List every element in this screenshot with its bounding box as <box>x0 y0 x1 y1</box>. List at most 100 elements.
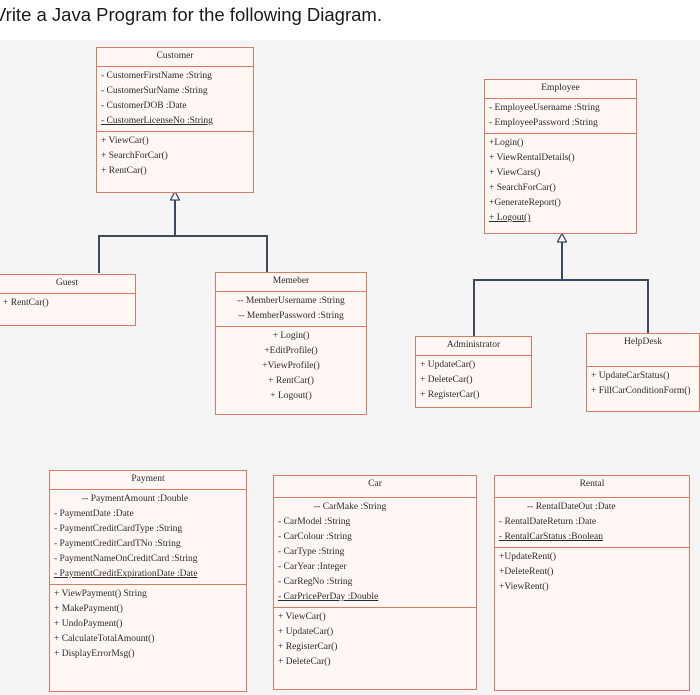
attribute: - PaymentDate :Date <box>54 509 134 519</box>
class-helpdesk: HelpDesk + UpdateCarStatus() + FillCarCo… <box>586 333 700 412</box>
attribute: - EmployeeUsername :String <box>489 103 600 113</box>
methods-section: + ViewCar() + SearchForCar() + RentCar() <box>97 132 253 181</box>
methods-section: + RentCar() <box>0 294 135 313</box>
method: + UpdateCar() <box>278 627 334 637</box>
class-employee: Employee - EmployeeUsername :String - Em… <box>484 79 637 234</box>
method: + RentCar() <box>3 298 49 308</box>
attribute: - CarType :String <box>278 547 345 557</box>
attribute: - PaymentCreditCardTNo :String <box>54 539 181 549</box>
class-name: HelpDesk <box>587 334 699 367</box>
attribute: - CarYear :Integer <box>278 562 347 572</box>
class-rental: Rental -- RentalDateOut :Date - RentalDa… <box>494 475 690 691</box>
method: + MakePayment() <box>54 604 123 614</box>
method: + RegisterCar() <box>278 642 338 652</box>
attribute: - RentalCarStatus :Boolean <box>499 532 603 542</box>
class-guest: Guest + RentCar() <box>0 274 136 326</box>
methods-section: + Login() +EditProfile() +ViewProfile() … <box>216 327 366 406</box>
method: +Login() <box>489 138 524 148</box>
method: + ViewCars() <box>489 168 541 178</box>
diagram-canvas: Customer - CustomerFirstName :String - C… <box>0 40 700 695</box>
class-name: Memeber <box>216 273 366 292</box>
method: + Logout() <box>270 391 312 401</box>
attributes-section: -- RentalDateOut :Date - RentalDateRetur… <box>495 498 689 548</box>
attributes-section: -- PaymentAmount :Double - PaymentDate :… <box>50 490 246 585</box>
methods-section: +Login() + ViewRentalDetails() + ViewCar… <box>485 134 636 228</box>
attributes-section: -- MemberUsername :String -- MemberPassw… <box>216 292 366 327</box>
method: + Logout() <box>489 213 531 223</box>
attribute: - CarModel :String <box>278 517 351 527</box>
attribute: - CarColour :String <box>278 532 352 542</box>
method: + SearchForCar() <box>101 151 168 161</box>
methods-section: + UpdateCar() + DeleteCar() + RegisterCa… <box>416 356 531 405</box>
attribute: - PaymentNameOnCreditCard :String <box>54 554 198 564</box>
generalization-arrow-employee <box>557 233 567 243</box>
method: + SearchForCar() <box>489 183 556 193</box>
method: + ViewCar() <box>278 612 326 622</box>
method: +GenerateReport() <box>489 198 561 208</box>
method: +DeleteRent() <box>499 567 554 577</box>
attribute: -- PaymentAmount :Double <box>82 494 189 504</box>
method: + UpdateCarStatus() <box>591 371 670 381</box>
connector-employee-stem <box>561 242 563 280</box>
method: + DisplayErrorMsg() <box>54 649 135 659</box>
connector-guest-drop <box>98 235 100 273</box>
method: +ViewRent() <box>499 582 549 592</box>
connector-administrator-drop <box>473 279 475 337</box>
attribute: - RentalDateReturn :Date <box>499 517 597 527</box>
method: + RentCar() <box>101 166 147 176</box>
generalization-arrow-customer <box>170 191 180 201</box>
class-administrator: Administrator + UpdateCar() + DeleteCar(… <box>415 336 532 408</box>
class-member: Memeber -- MemberUsername :String -- Mem… <box>215 272 367 415</box>
method: + ViewRentalDetails() <box>489 153 575 163</box>
methods-section: + ViewCar() + UpdateCar() + RegisterCar(… <box>274 608 476 672</box>
methods-section: + UpdateCarStatus() + FillCarConditionFo… <box>587 367 699 401</box>
attribute: - CustomerSurName :String <box>101 86 208 96</box>
attributes-section: - EmployeeUsername :String - EmployeePas… <box>485 99 636 134</box>
attributes-section: -- CarMake :String - CarModel :String - … <box>274 498 476 608</box>
class-customer: Customer - CustomerFirstName :String - C… <box>96 47 254 193</box>
connector-customer-stem <box>174 199 176 236</box>
method: + RentCar() <box>268 376 314 386</box>
method: +UpdateRent() <box>499 552 557 562</box>
attribute: - PaymentCreditExpirationDate :Date <box>54 569 198 579</box>
connector-member-drop <box>266 235 268 273</box>
class-name: Payment <box>50 471 246 490</box>
connector-helpdesk-drop <box>647 279 649 334</box>
attribute: - CarRegNo :String <box>278 577 353 587</box>
class-name: Rental <box>495 476 689 498</box>
attribute: -- CarMake :String <box>314 502 387 512</box>
method: + RegisterCar() <box>420 390 480 400</box>
method: + Login() <box>272 331 310 341</box>
methods-section: +UpdateRent() +DeleteRent() +ViewRent() <box>495 548 689 597</box>
method: + UpdateCar() <box>420 360 476 370</box>
class-name: Guest <box>0 275 135 294</box>
attribute: - CarPricePerDay :Double <box>278 592 379 602</box>
method: +ViewProfile() <box>262 361 320 371</box>
method: + CalculateTotalAmount() <box>54 634 155 644</box>
attributes-section: - CustomerFirstName :String - CustomerSu… <box>97 67 253 132</box>
method: + UndoPayment() <box>54 619 123 629</box>
method: + DeleteCar() <box>278 657 331 667</box>
attribute: - CustomerLicenseNo :String <box>101 116 213 126</box>
class-name: Customer <box>97 48 253 67</box>
attribute: - CustomerFirstName :String <box>101 71 212 81</box>
attribute: - CustomerDOB :Date <box>101 101 187 111</box>
method: + ViewPayment() String <box>54 589 147 599</box>
attribute: -- RentalDateOut :Date <box>527 502 616 512</box>
attribute: -- MemberPassword :String <box>238 311 344 321</box>
question-text: Vrite a Java Program for the following D… <box>0 4 382 25</box>
class-name: Employee <box>485 80 636 99</box>
class-name: Car <box>274 476 476 498</box>
attribute: - EmployeePassword :String <box>489 118 598 128</box>
method: +EditProfile() <box>264 346 318 356</box>
method: + DeleteCar() <box>420 375 473 385</box>
connector-customer-bar <box>98 235 267 237</box>
connector-employee-bar <box>473 279 648 281</box>
class-name: Administrator <box>416 337 531 356</box>
attribute: -- MemberUsername :String <box>237 296 345 306</box>
method: + ViewCar() <box>101 136 149 146</box>
methods-section: + ViewPayment() String + MakePayment() +… <box>50 585 246 664</box>
class-payment: Payment -- PaymentAmount :Double - Payme… <box>49 470 247 692</box>
attribute: - PaymentCreditCardType :String <box>54 524 183 534</box>
method: + FillCarConditionForm() <box>591 386 691 396</box>
